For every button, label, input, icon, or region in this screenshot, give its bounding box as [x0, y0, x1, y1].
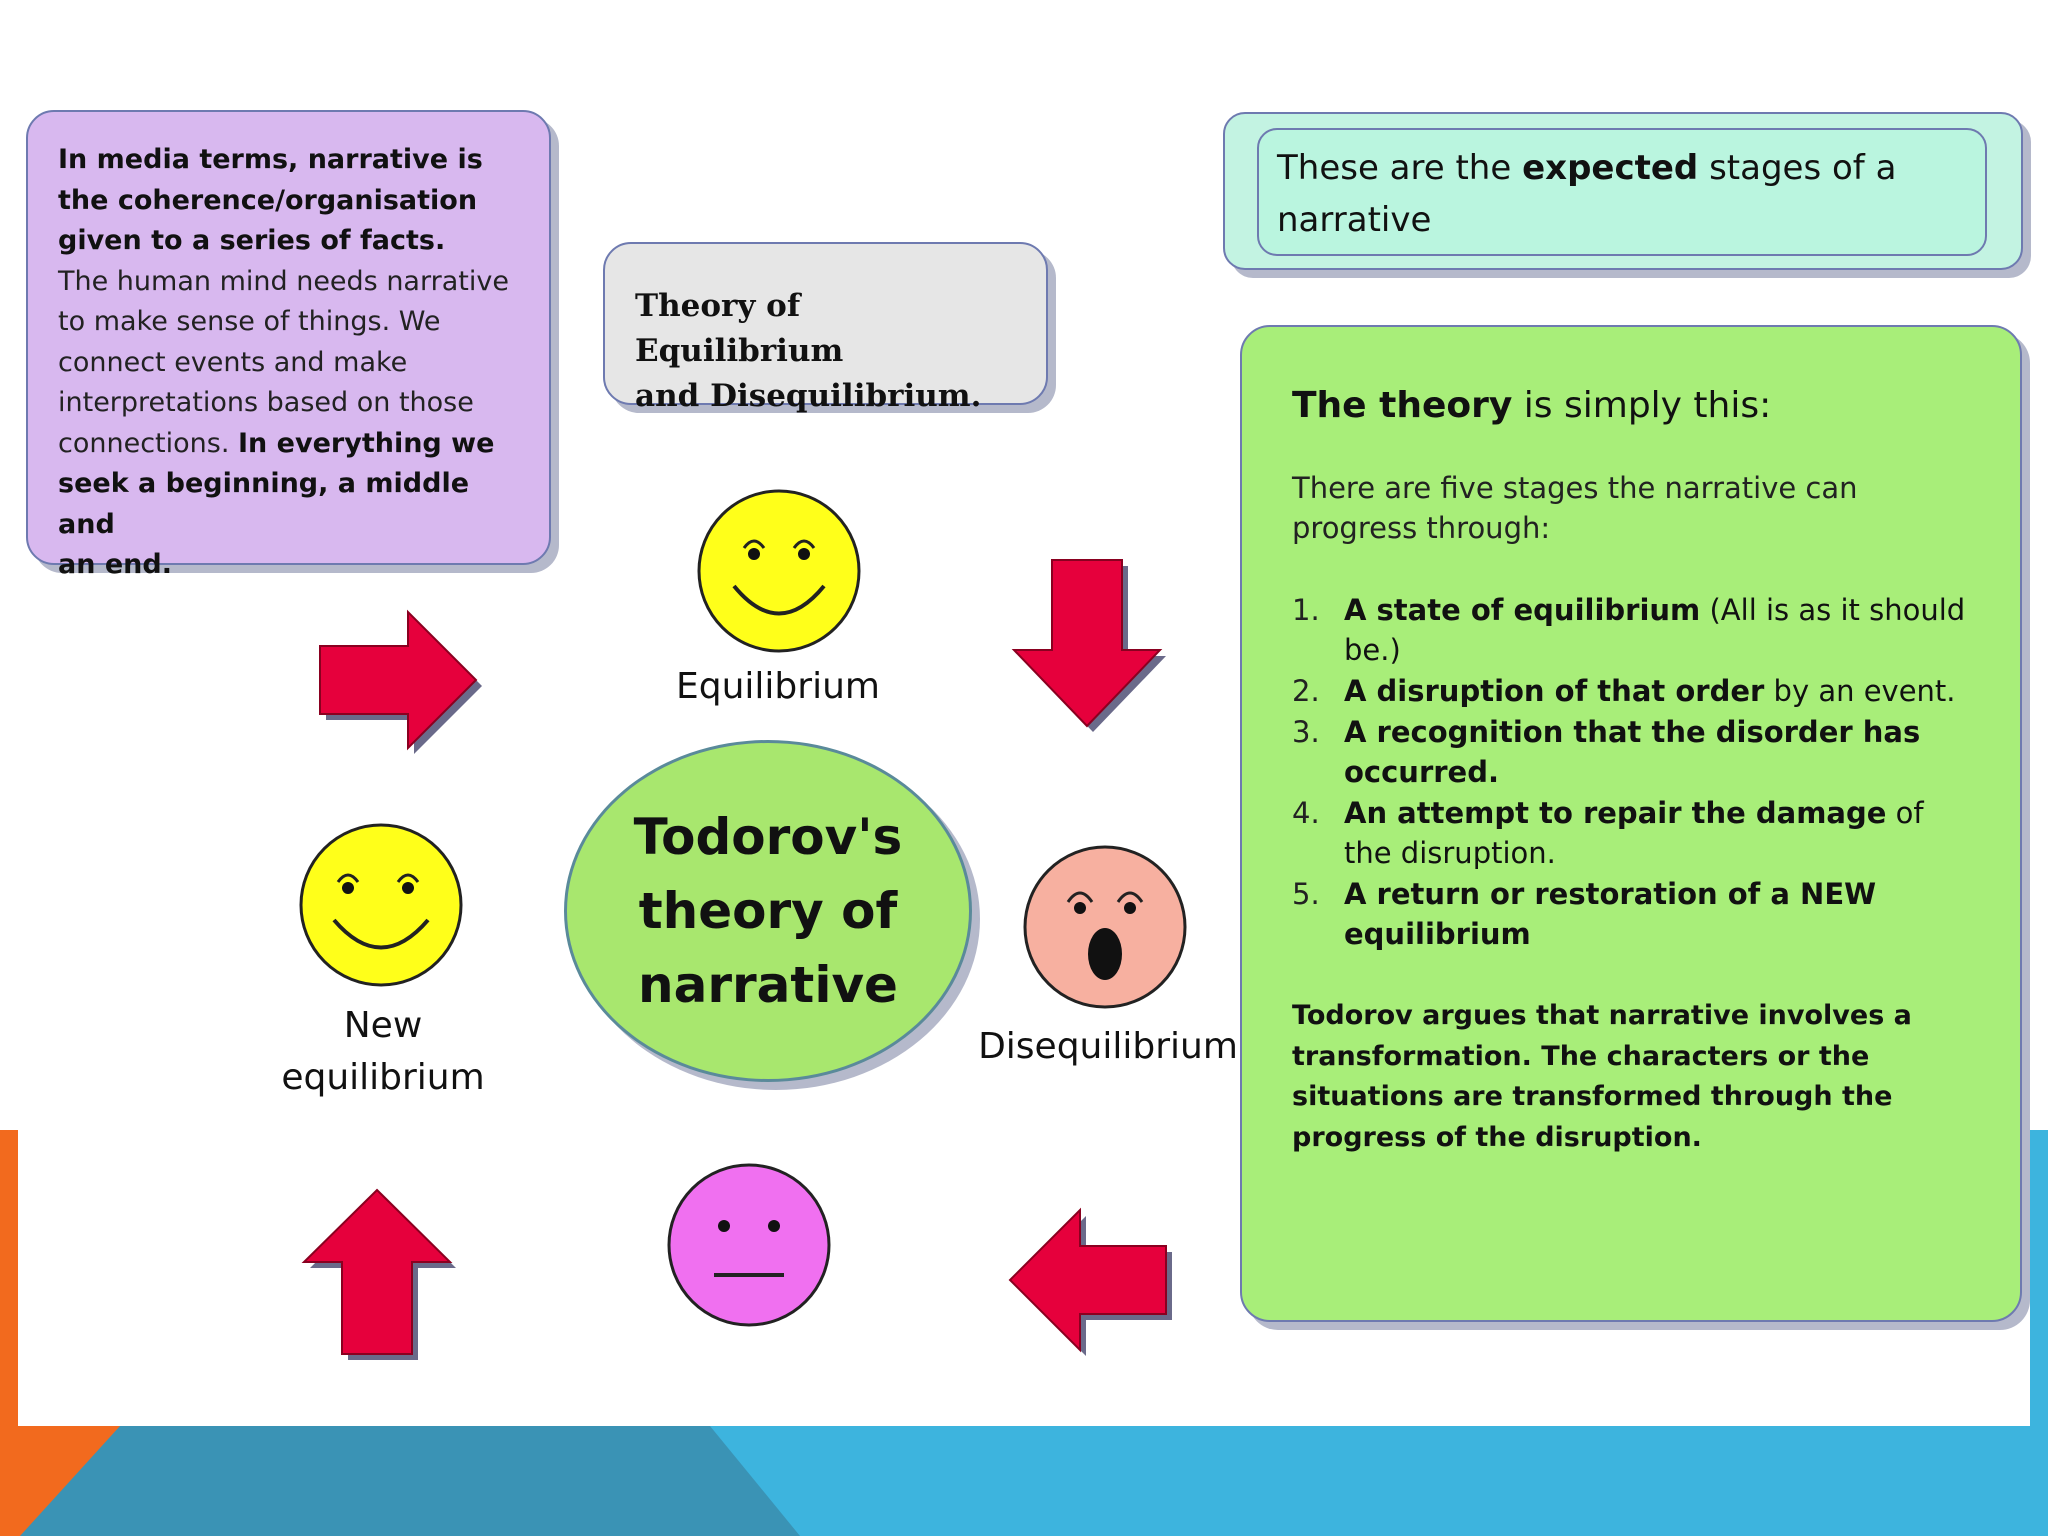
expected-stages-box: These are the expected stages of a narra… [1223, 112, 2023, 270]
center-ellipse: Todorov's theory of narrative [564, 740, 972, 1082]
intro-line: given to a series of facts. [58, 225, 446, 256]
stage-item: 1. A state of equilibrium (All is as it s… [1292, 590, 1970, 670]
theory-heading-rest: is simply this: [1523, 385, 1772, 426]
stage-detail: by an event. [1764, 674, 1956, 708]
intro-line: connect events and make [58, 346, 408, 378]
neutral-face-icon [667, 1163, 831, 1327]
footer-orange-stripe-left [0, 1130, 18, 1536]
center-title: Todorov's theory of narrative [633, 808, 903, 1014]
expected-text: These are the [1277, 148, 1512, 188]
stage-item: 5. A return or restoration of a NEW equil… [1292, 874, 1970, 954]
new-equilibrium-label: New equilibrium [258, 1000, 508, 1104]
stage-item: 2. A disruption of that order by an event… [1292, 671, 1970, 711]
stage-item: 3. A recognition that the disorder has oc… [1292, 712, 1970, 792]
arrow-down-icon [1011, 559, 1166, 732]
theory-conclusion: Todorov argues that narrative involves a… [1292, 1000, 1912, 1153]
intro-line-bold: In everything we [238, 427, 495, 459]
arrow-up-icon [301, 1188, 456, 1360]
stage-title: An attempt to repair the damage [1344, 796, 1887, 830]
stage-item: 4. An attempt to repair the damage of the… [1292, 793, 1970, 873]
disequilibrium-label: Disequilibrium [978, 1026, 1238, 1067]
new-equilibrium-label-line: equilibrium [281, 1057, 485, 1098]
shocked-face-icon [1023, 845, 1187, 1009]
arrow-left-icon [1008, 1207, 1172, 1356]
expected-text: narrative [1277, 200, 1432, 240]
intro-line: to make sense of things. We [58, 306, 441, 337]
theory-heading: The theory is simply this: [1292, 385, 1970, 426]
intro-line: interpretations based on those [58, 387, 474, 418]
stage-number: 4. [1292, 796, 1320, 830]
new-equilibrium-label-line: New [343, 1005, 423, 1046]
footer-dark-blue-band [0, 1426, 800, 1536]
expected-stages-inner: These are the expected stages of a narra… [1257, 128, 1987, 256]
intro-line: seek a beginning, a middle and [58, 468, 470, 540]
intro-line: The human mind needs narrative [58, 265, 509, 297]
stage-title: A disruption of that order [1344, 674, 1765, 708]
intro-line: In media terms, narrative is [58, 144, 483, 175]
diagram-canvas: In media terms, narrative is the coheren… [18, 20, 2030, 1426]
stage-number: 5. [1292, 877, 1320, 911]
expected-text: stages of a [1709, 148, 1897, 188]
theory-heading-bold: The theory [1292, 385, 1513, 426]
theory-title-box: Theory of Equilibrium and Disequilibrium… [603, 242, 1048, 414]
intro-text-box: In media terms, narrative is the coheren… [26, 110, 551, 580]
stage-number: 1. [1292, 593, 1320, 627]
stage-title: A return or restoration of a NEW equilib… [1344, 877, 1877, 951]
stage-detail: (All is as it should be.) [1344, 593, 1966, 667]
intro-line: connections. [58, 427, 230, 459]
stage-detail: of the disruption. [1344, 796, 1924, 870]
stage-number: 3. [1292, 715, 1320, 749]
footer-orange-corner [0, 1426, 120, 1536]
happy-face-icon [299, 823, 463, 987]
footer-blue-stripe-right [2030, 1130, 2048, 1430]
footer-blue-band [0, 1426, 2048, 1536]
happy-face-icon [697, 489, 861, 653]
expected-text-bold: expected [1522, 148, 1699, 188]
intro-line: the coherence/organisation [58, 184, 478, 216]
stage-number: 2. [1292, 674, 1320, 708]
theory-title-line: Theory of Equilibrium [635, 288, 844, 369]
arrow-right-icon [319, 609, 482, 754]
stage-list: 1. A state of equilibrium (All is as it s… [1292, 590, 1970, 954]
intro-line: an end. [58, 549, 172, 580]
theory-explanation-box: The theory is simply this: There are fiv… [1240, 325, 2022, 1322]
stage-title: A recognition that the disorder has occu… [1344, 715, 1921, 789]
theory-intro: There are five stages the narrative can … [1292, 471, 1858, 545]
theory-title-line: and Disequilibrium. [635, 378, 982, 414]
equilibrium-label: Equilibrium [676, 666, 880, 707]
stage-title: A state of equilibrium [1344, 593, 1701, 627]
